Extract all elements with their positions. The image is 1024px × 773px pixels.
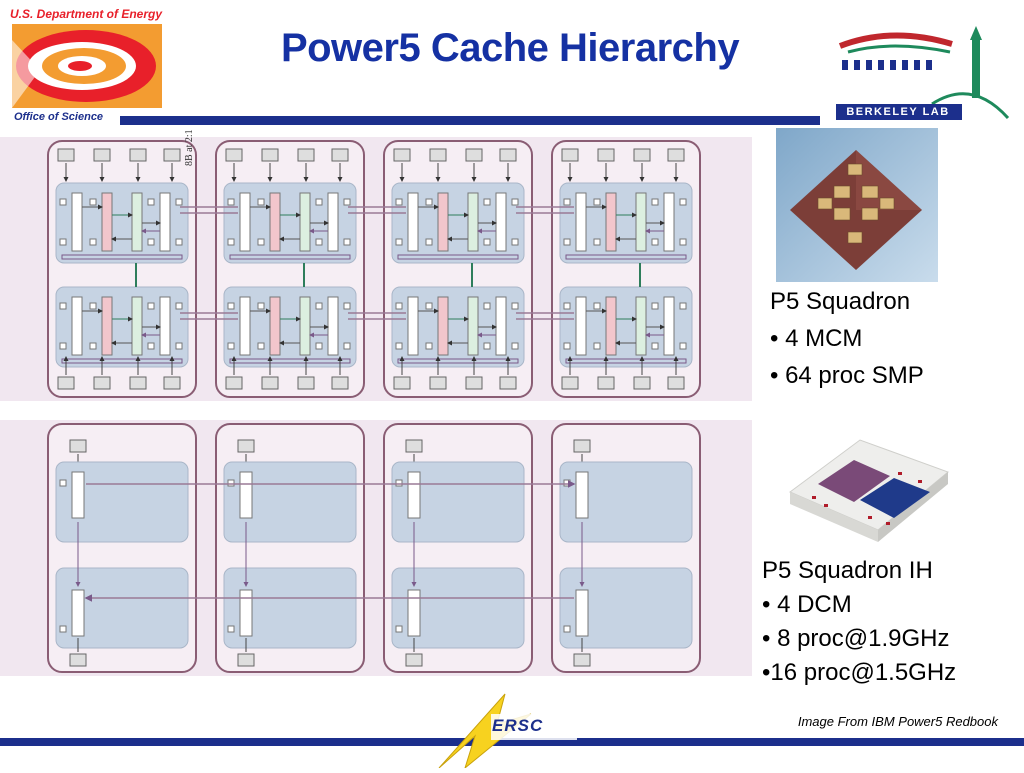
doe-department-label: U.S. Department of Energy — [10, 7, 163, 21]
squadron-ih-bullet: • 8 proc@1.9GHz — [762, 625, 950, 652]
squadron-ih-dcm-diagram — [0, 420, 752, 676]
header-rule — [120, 116, 820, 125]
footer-rule — [0, 738, 1024, 746]
squadron-mcm-diagram — [0, 137, 752, 401]
squadron-ih-title: P5 Squadron IH — [762, 557, 933, 584]
squadron-ih-bullet: •16 proc@1.5GHz — [762, 659, 957, 686]
nersc-wordmark: ERSC — [492, 716, 544, 735]
squadron-caption: P5 Squadron • 4 MCM • 64 proc SMP — [770, 283, 924, 394]
berkeley-lab-logo — [832, 18, 1012, 124]
squadron-bullet: • 64 proc SMP — [770, 362, 924, 389]
dcm-chip-photo — [768, 418, 966, 558]
doe-logo — [0, 0, 170, 130]
image-credit: Image From IBM Power5 Redbook — [797, 714, 998, 729]
squadron-ih-caption: P5 Squadron IH • 4 DCM • 8 proc@1.9GHz •… — [762, 554, 956, 690]
mcm-chip-photo — [776, 128, 938, 282]
doe-office-label: Office of Science — [14, 111, 104, 123]
squadron-ih-bullet: • 4 DCM — [762, 591, 852, 618]
slide-title: Power5 Cache Hierarchy — [280, 26, 740, 70]
berkeley-lab-label: BERKELEY LAB — [846, 106, 950, 118]
nersc-logo — [435, 690, 585, 770]
bus-ratio-label: 8B at 2:1 — [184, 129, 195, 166]
squadron-title: P5 Squadron — [770, 288, 911, 315]
squadron-bullet: • 4 MCM — [770, 325, 863, 352]
